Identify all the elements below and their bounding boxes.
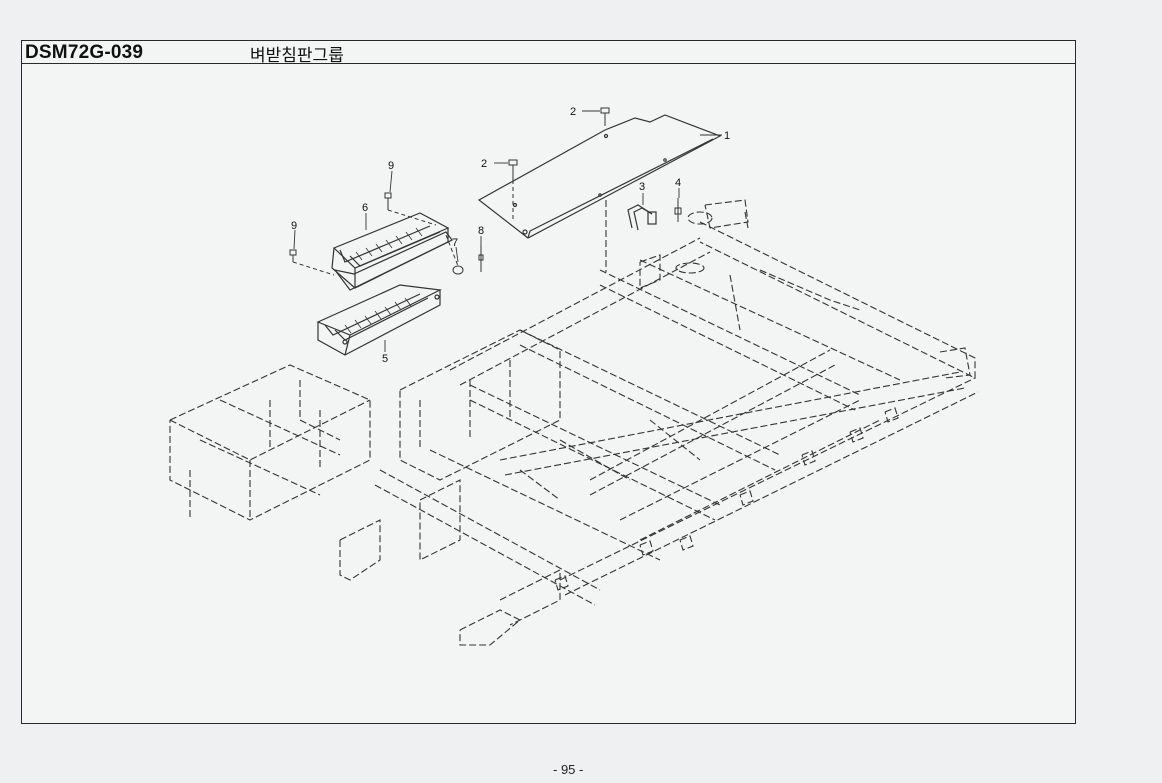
pin-part-8 — [478, 245, 484, 272]
page-number: - 95 - — [553, 762, 584, 777]
diagram-code: DSM72G-039 — [25, 42, 144, 63]
callout-2b: 2 — [481, 158, 487, 170]
callout-2a: 2 — [570, 106, 576, 118]
callout-7: 7 — [452, 237, 458, 249]
callout-9b: 9 — [291, 220, 297, 232]
pin-part-4 — [674, 198, 682, 222]
callout-6: 6 — [362, 202, 368, 214]
bolt-part-2 — [508, 107, 610, 222]
leader-lines — [293, 110, 722, 352]
step-tread-pattern — [344, 297, 412, 334]
step-part-5 — [316, 284, 443, 356]
callout-labels: 1 2 2 3 4 5 6 7 8 9 9 — [291, 106, 730, 365]
callout-1: 1 — [724, 130, 730, 142]
callout-9a: 9 — [388, 160, 394, 172]
diagram-title: 벼받침판그룹 — [250, 46, 344, 66]
bolt-part-9 — [289, 192, 437, 276]
title-bar: DSM72G-039 벼받침판그룹 — [22, 41, 1075, 66]
step-part-6 — [331, 212, 453, 291]
callout-8: 8 — [478, 225, 484, 237]
u-bracket-part-3 — [627, 204, 657, 231]
callout-4: 4 — [675, 177, 681, 189]
callout-3: 3 — [639, 181, 645, 193]
plate-part-1 — [477, 114, 722, 239]
step-tread-pattern — [355, 227, 423, 261]
callout-5: 5 — [382, 353, 388, 365]
page-frame: DSM72G-039 벼받침판그룹 — [21, 40, 1076, 724]
nut-part-7 — [445, 234, 464, 275]
chassis-frame — [169, 199, 979, 646]
